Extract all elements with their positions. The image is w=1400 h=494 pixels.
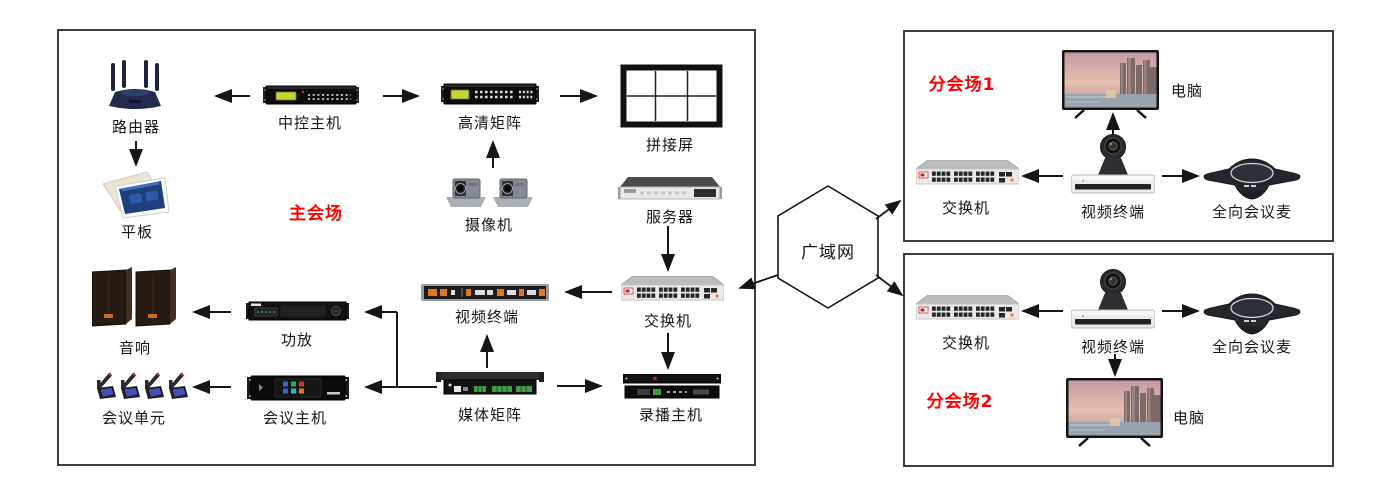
- wan-label: 广域网: [801, 243, 855, 263]
- branch1-omni-mic-icon: [1201, 149, 1303, 201]
- central-control-host-label: 中控主机: [277, 114, 343, 132]
- branch1-video-terminal-label: 视频终端: [1080, 203, 1146, 221]
- branch1-switch-label: 交换机: [941, 199, 991, 217]
- branch2-computer-label: 电脑: [1172, 409, 1206, 427]
- branch1-computer-icon: [1062, 50, 1159, 120]
- hd-matrix-label: 高清矩阵: [457, 114, 523, 132]
- splicing-screen-icon: [620, 64, 723, 128]
- recording-host-label: 录播主机: [638, 406, 704, 424]
- branch1-label: 分会场1: [928, 75, 996, 95]
- media-matrix-label: 媒体矩阵: [457, 406, 523, 424]
- speaker-label: 音响: [118, 339, 152, 357]
- branch1-computer-label: 电脑: [1170, 82, 1204, 100]
- branch2-label: 分会场2: [926, 392, 994, 412]
- conference-host-label: 会议主机: [262, 409, 328, 427]
- server-icon: [618, 176, 722, 203]
- branch2-omni-mic-icon: [1201, 284, 1303, 336]
- branch2-video-terminal-icon: [1071, 268, 1155, 332]
- conference-unit-label: 会议单元: [101, 409, 167, 427]
- branch2-video-terminal-label: 视频终端: [1080, 338, 1146, 356]
- branch2-computer-icon: [1066, 378, 1163, 448]
- branch1-video-terminal-icon: [1071, 133, 1155, 197]
- branch1-switch-icon: [916, 160, 1019, 188]
- media-matrix-icon: [436, 372, 544, 398]
- amplifier-icon: [246, 300, 349, 322]
- splicing-screen-label: 拼接屏: [645, 136, 695, 154]
- conference-host-icon: [247, 375, 349, 401]
- server-label: 服务器: [645, 208, 695, 226]
- speaker-icon: [92, 266, 176, 330]
- switch-label: 交换机: [643, 312, 693, 330]
- branch2-switch-label: 交换机: [941, 334, 991, 352]
- ptz-camera-icon: [446, 174, 534, 207]
- tablet-icon: [101, 168, 171, 220]
- branch1-omni-mic-label: 全向会议麦: [1211, 203, 1293, 221]
- branch2-omni-mic-label: 全向会议麦: [1211, 338, 1293, 356]
- tablet-label: 平板: [120, 223, 154, 241]
- recording-host-icon: [623, 374, 721, 399]
- hd-matrix-icon: [441, 82, 539, 106]
- central-control-host-icon: [263, 84, 359, 106]
- network-switch-icon: [621, 276, 724, 304]
- camera-label: 摄像机: [464, 216, 514, 234]
- router-label: 路由器: [111, 118, 161, 136]
- router-icon: [105, 60, 165, 112]
- video-terminal-icon: [421, 281, 549, 304]
- conference-unit-icon: [94, 364, 188, 402]
- main-venue-label: 主会场: [289, 204, 343, 224]
- amplifier-label: 功放: [280, 331, 314, 349]
- branch2-switch-icon: [916, 295, 1019, 323]
- video-terminal-label: 视频终端: [454, 308, 520, 326]
